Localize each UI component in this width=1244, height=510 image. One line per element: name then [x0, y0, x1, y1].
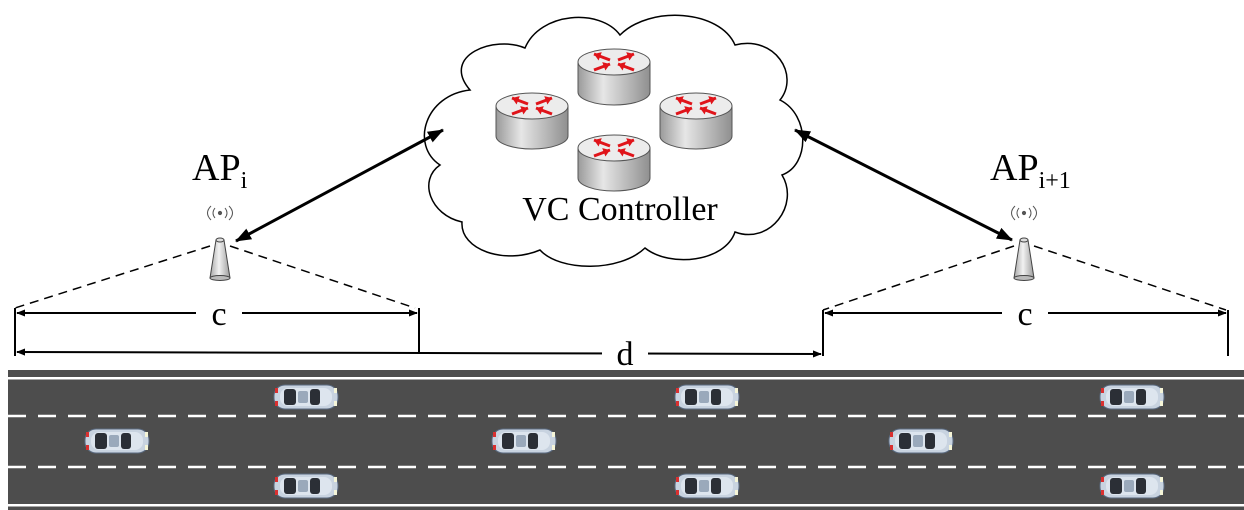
antenna-waves-icon — [1011, 205, 1037, 221]
car-icon — [674, 473, 740, 499]
road-edge-bottom — [8, 504, 1244, 507]
ap-i-plus-1: APi+1 — [990, 147, 1071, 281]
ap-i-plus-1-label: APi+1 — [990, 147, 1071, 194]
router-bottom-icon — [577, 134, 651, 192]
access-point-icon — [209, 239, 231, 279]
ap-i: APi — [192, 147, 248, 281]
antenna-waves-icon — [207, 205, 233, 221]
link-ap-i-to-cloud — [235, 128, 444, 243]
car-icon — [1099, 473, 1165, 499]
road — [8, 370, 1244, 510]
car-icon — [273, 473, 339, 499]
dimension-d — [16, 348, 822, 358]
ap-i-label: APi — [192, 147, 248, 194]
dimension-c-left-label: c — [211, 296, 226, 333]
car-icon — [84, 428, 150, 454]
cloud-label: VC Controller — [522, 191, 718, 228]
router-right-icon — [659, 92, 733, 150]
link-cloud-to-ap-i-plus-1 — [794, 128, 1013, 242]
car-group — [84, 384, 1165, 499]
router-top-icon — [577, 48, 651, 106]
car-icon — [888, 428, 954, 454]
dimension-c-right-label: c — [1017, 296, 1032, 333]
dimension-d-label: d — [617, 336, 634, 373]
car-icon — [491, 428, 557, 454]
car-icon — [674, 384, 740, 410]
router-left-icon — [495, 92, 569, 150]
coverage-cones — [14, 245, 1227, 311]
router-group — [495, 48, 733, 192]
car-icon — [273, 384, 339, 410]
access-point-icon — [1013, 239, 1035, 279]
road-edge-top — [8, 377, 1244, 380]
car-icon — [1099, 384, 1165, 410]
road-surface — [8, 370, 1244, 510]
